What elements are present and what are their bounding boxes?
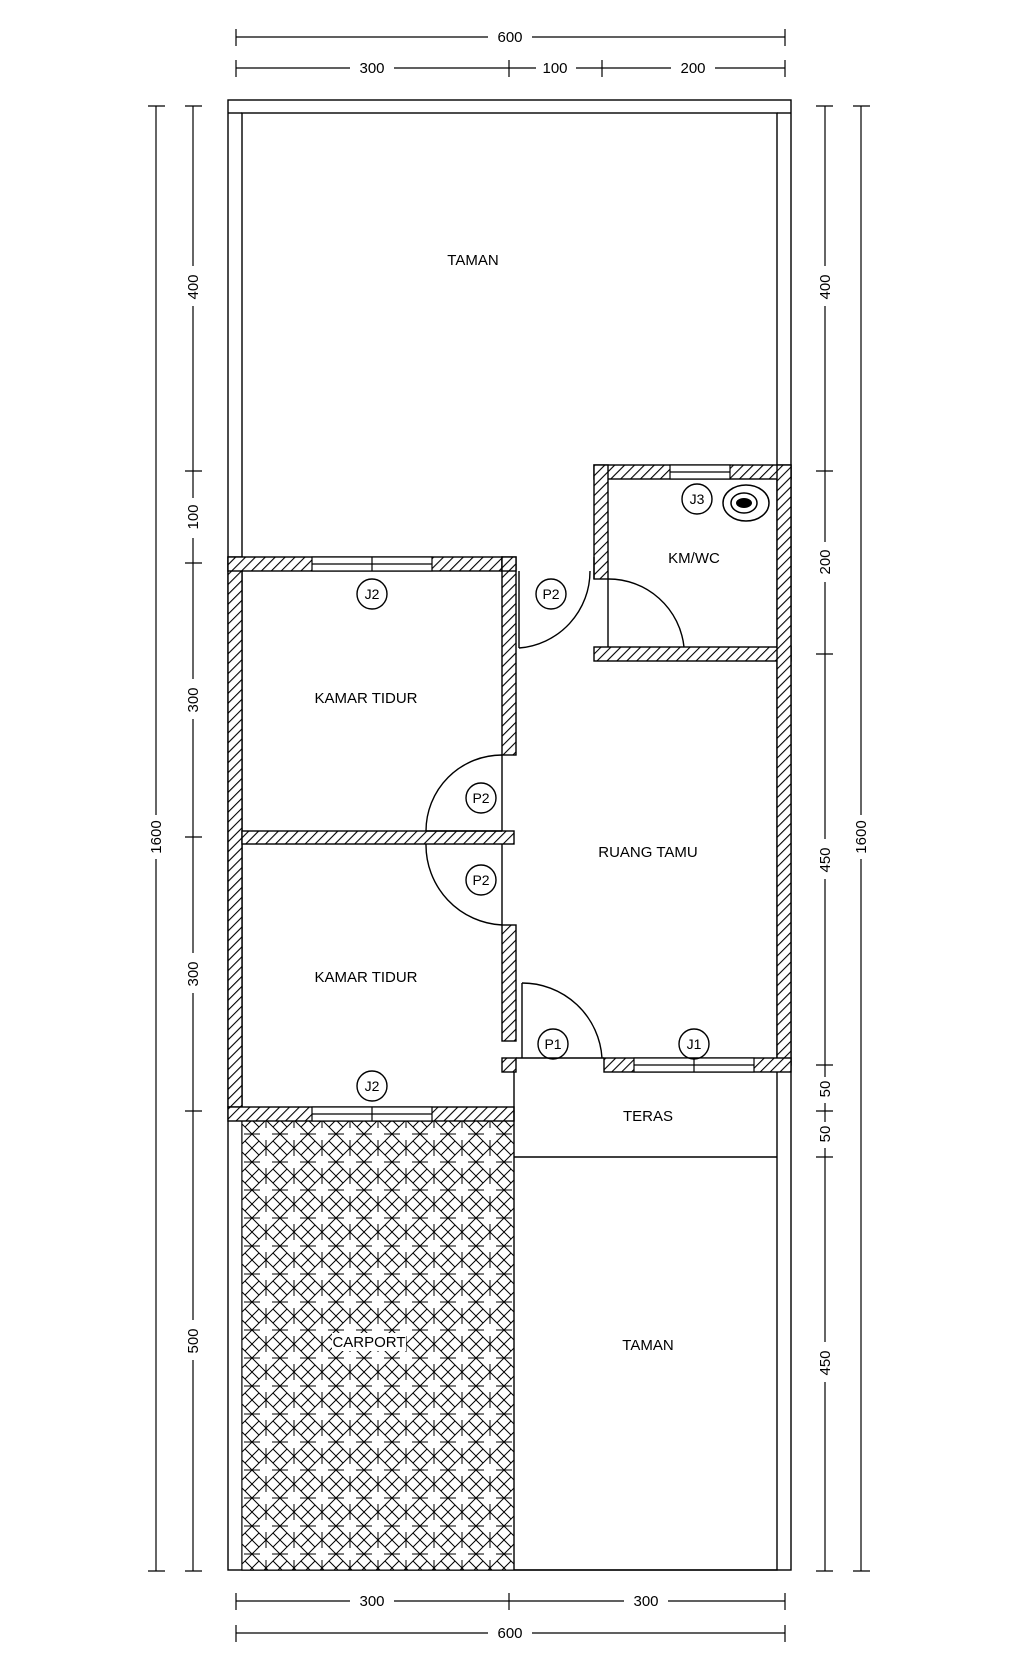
dim-right-2: 200 <box>817 549 834 574</box>
tag-j3: J3 <box>690 491 705 507</box>
tag-p2-room2: P2 <box>472 872 489 888</box>
room-kamar-tidur-2: KAMAR TIDUR <box>314 969 417 986</box>
dim-left-4: 300 <box>185 961 202 986</box>
dim-left-total: 1600 <box>148 820 165 853</box>
tags: J2 J2 J3 J1 P2 P2 P2 P1 <box>356 483 713 1102</box>
room-taman-top: TAMAN <box>447 252 498 269</box>
dim-bottom-right: 300 <box>633 1593 658 1610</box>
dim-top-right: 200 <box>680 60 705 77</box>
toilet-fixture <box>722 484 770 522</box>
tag-p2-room1: P2 <box>472 790 489 806</box>
dim-top-total: 600 <box>497 29 522 46</box>
dim-top-left: 300 <box>359 60 384 77</box>
dim-right-4: 50 <box>817 1081 834 1098</box>
dimension-labels: 600 300 100 200 300 300 600 1600 400 100… <box>146 27 871 1643</box>
room-teras: TERAS <box>623 1108 673 1125</box>
tag-j2-top: J2 <box>365 586 380 602</box>
tag-j2-bottom: J2 <box>365 1078 380 1094</box>
room-ruang-tamu: RUANG TAMU <box>598 844 697 861</box>
room-labels: TAMAN KAMAR TIDUR KAMAR TIDUR KM/WC RUAN… <box>314 252 720 1354</box>
tag-j1: J1 <box>687 1036 702 1052</box>
room-kamar-tidur-1: KAMAR TIDUR <box>314 690 417 707</box>
dim-left-2: 100 <box>185 504 202 529</box>
door-p2-hall <box>518 570 591 649</box>
dim-bottom-total: 600 <box>497 1625 522 1642</box>
dim-top-mid: 100 <box>542 60 567 77</box>
room-taman-bottom: TAMAN <box>622 1337 673 1354</box>
dim-bottom-left: 300 <box>359 1593 384 1610</box>
doors <box>425 570 685 1059</box>
dim-left-3: 300 <box>185 687 202 712</box>
room-carport: CARPORT <box>332 1334 405 1351</box>
windows <box>311 464 755 1122</box>
dim-right-3: 450 <box>817 847 834 872</box>
door-p2-bedroom-1 <box>425 754 503 832</box>
tag-p2-hall: P2 <box>542 586 559 602</box>
dim-right-5: 50 <box>817 1126 834 1143</box>
dim-right-6: 450 <box>817 1350 834 1375</box>
door-p2-bedroom-2 <box>425 843 503 926</box>
dim-right-total: 1600 <box>853 820 870 853</box>
door-bathroom <box>607 578 685 648</box>
dim-left-1: 400 <box>185 274 202 299</box>
room-kmwc: KM/WC <box>668 550 720 567</box>
interior-lines <box>513 557 777 1570</box>
tag-p1: P1 <box>544 1036 561 1052</box>
dim-left-5: 500 <box>185 1328 202 1353</box>
dim-right-1: 400 <box>817 274 834 299</box>
